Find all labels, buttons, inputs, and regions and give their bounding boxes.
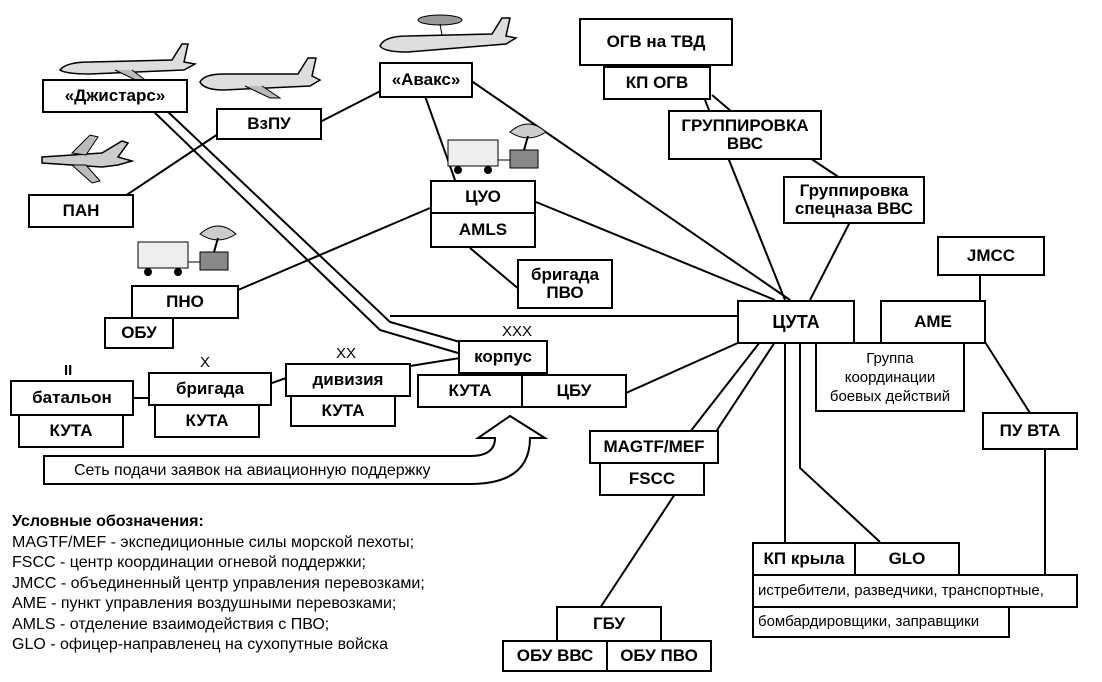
- brigada-box: бригада: [148, 372, 272, 406]
- legend: Условные обозначения: MAGTF/MEF - экспед…: [12, 512, 425, 656]
- edge-ame-puvta: [984, 341, 1031, 414]
- edge-jstars-korpus-b: [165, 109, 461, 343]
- kp-ogv-box: КП ОГВ: [603, 66, 711, 100]
- glo-box: GLO: [854, 542, 960, 576]
- ame-box: AME: [880, 300, 986, 344]
- obu-pvo-box: ОБУ ПВО: [606, 640, 712, 672]
- legend-item: AMLS - отделение взаимодействия с ПВО;: [12, 615, 330, 633]
- attack-aircraft-icon: [41, 134, 135, 184]
- edge-cuo-cuta: [535, 201, 776, 301]
- pu-vta-box: ПУ ВТА: [982, 412, 1078, 450]
- echelon-corps: XXX: [502, 323, 533, 340]
- edge-vvs-specnaz: [809, 157, 841, 179]
- request-arrow-body: [43, 414, 549, 485]
- legend-item: GLO - офицер-направленец на сухопутные в…: [12, 636, 388, 653]
- gruppirovka-vvs-box: ГРУППИРОВКА ВВС: [668, 110, 822, 160]
- legend-item: JMCC - объединенный центр управления пер…: [12, 574, 425, 592]
- edge-awacs-cuo: [424, 95, 456, 181]
- gruppa-koordinacii-box: Группа координации боевых действий: [815, 342, 965, 412]
- kryl-types-line2: бомбардировщики, заправщики: [752, 606, 1010, 638]
- jstars-box: «Джистарс»: [42, 79, 188, 113]
- radar-trailer-icon: [447, 123, 547, 174]
- kuta-batalon-box: КУТА: [18, 414, 124, 448]
- edge-amls-brigada-pvo: [469, 247, 521, 291]
- edge-brigada-diviziya: [271, 377, 287, 384]
- request-network-label: Сеть подачи заявок на авиационную поддер…: [74, 462, 431, 479]
- legend-title: Условные обозначения:: [12, 513, 204, 530]
- echelon-brigade: X: [200, 354, 211, 371]
- kp-kryla-box: КП крыла: [752, 542, 856, 576]
- magtf-box: MAGTF/MEF: [589, 430, 719, 464]
- cbu-box: ЦБУ: [521, 374, 627, 408]
- kuta-diviziya-box: КУТА: [290, 395, 396, 427]
- kuta-korpus-box: КУТА: [417, 374, 523, 408]
- brigada-pvo-box: бригада ПВО: [517, 259, 613, 309]
- obu-vvs-box: ОБУ ВВС: [502, 640, 608, 672]
- batalon-box: батальон: [10, 380, 134, 416]
- legend-item: AME - пункт управления воздушными перево…: [12, 595, 397, 612]
- edge-jstars-korpus-a: [151, 109, 459, 354]
- fscc-box: FSCC: [599, 462, 705, 496]
- jmcc-box: JMCC: [937, 236, 1045, 276]
- legend-item: FSCC - центр координации огневой поддерж…: [12, 554, 366, 571]
- amls-box: AMLS: [430, 212, 536, 248]
- kryl-types-line1: истребители, разведчики, транспортные,: [752, 574, 1078, 608]
- edge-cuta-magtf: [689, 341, 761, 433]
- gruppirovka-specnaza-box: Группировка спецназа ВВС: [783, 176, 925, 224]
- diviziya-box: дивизия: [285, 363, 411, 397]
- cuta-box: ЦУТА: [737, 300, 855, 344]
- edge-cuta-cbu: [625, 341, 741, 394]
- gbu-box: ГБУ: [556, 606, 662, 642]
- edge-specnaz-cuta: [809, 221, 851, 301]
- obu-pno-box: ОБУ: [104, 317, 174, 349]
- awacs-aircraft-icon: [379, 14, 519, 53]
- jstars-aircraft-icon: [58, 43, 198, 83]
- airliner-icon: [199, 57, 322, 99]
- korpus-box: корпус: [458, 340, 548, 374]
- edge-vzpu-pan: [121, 133, 219, 199]
- edge-kpogv-vvs: [711, 94, 733, 113]
- echelon-battalion: II: [64, 362, 73, 379]
- kuta-brigada-box: КУТА: [154, 404, 260, 438]
- echelon-division: XX: [336, 345, 357, 362]
- radar-trailer-icon: [137, 225, 237, 276]
- edge-awacs-cuta: [469, 79, 791, 301]
- legend-item: MAGTF/MEF - экспедиционные силы морской …: [12, 533, 415, 551]
- pan-box: ПАН: [28, 194, 134, 228]
- awacs-box: «Авакс»: [379, 62, 473, 98]
- vzpu-box: ВзПУ: [216, 108, 322, 140]
- edge-diviziya-korpus: [409, 357, 461, 367]
- pno-box: ПНО: [131, 285, 239, 319]
- ogv-tvd-box: ОГВ на ТВД: [579, 18, 733, 66]
- edge-cuta-glo: [799, 342, 881, 543]
- cuo-box: ЦУО: [430, 180, 536, 214]
- edge-cuo-pno: [237, 207, 431, 291]
